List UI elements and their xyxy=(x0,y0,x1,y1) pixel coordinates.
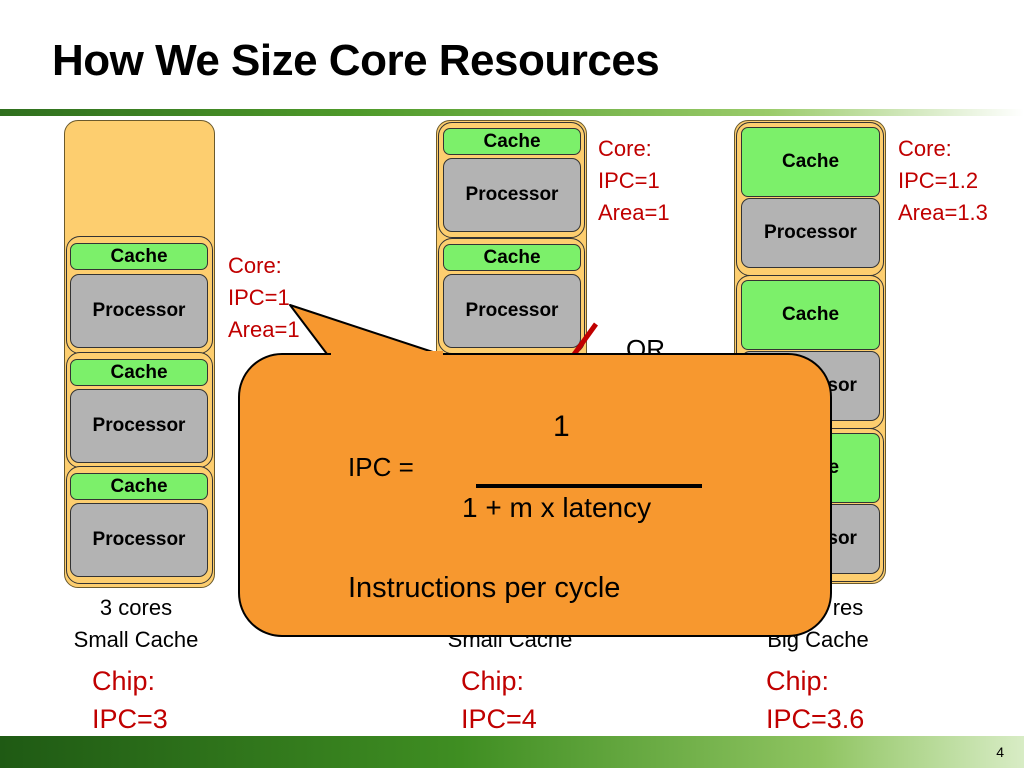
config-cache: Small Cache xyxy=(73,627,199,652)
processor-block: Processor xyxy=(70,389,208,463)
title-divider xyxy=(0,109,1024,116)
cache-block: Cache xyxy=(741,127,880,197)
cache-block: Cache xyxy=(70,359,208,386)
core-spec-ipc: IPC=1 xyxy=(598,168,660,193)
processor-block: Processor xyxy=(70,503,208,577)
core-spec-left: Core: IPC=1 Area=1 xyxy=(228,250,300,346)
core-spec-heading: Core: xyxy=(228,253,282,278)
core-left-2: Cache Processor xyxy=(66,352,213,468)
core-spec-area: Area=1 xyxy=(598,200,670,225)
formula-numerator: 1 xyxy=(553,410,570,443)
chip-spec-left: Chip: IPC=3 xyxy=(92,662,168,738)
core-spec-area: Area=1.3 xyxy=(898,200,988,225)
core-spec-ipc: IPC=1 xyxy=(228,285,290,310)
cache-block: Cache xyxy=(443,244,581,271)
cache-block: Cache xyxy=(70,473,208,500)
processor-block: Processor xyxy=(70,274,208,348)
processor-block: Processor xyxy=(443,274,581,348)
slide-number: 4 xyxy=(996,744,1004,760)
cache-block: Cache xyxy=(443,128,581,155)
cache-block: Cache xyxy=(741,280,880,350)
fraction-bar xyxy=(476,484,702,488)
ipc-callout xyxy=(238,353,832,637)
chip-spec-heading: Chip: xyxy=(461,666,525,696)
chip-spec-right: Chip: IPC=3.6 xyxy=(766,662,864,738)
chip-spec-ipc: IPC=3.6 xyxy=(766,704,865,734)
core-right-1: Cache Processor xyxy=(736,122,884,276)
cache-block: Cache xyxy=(70,243,208,270)
core-spec-right: Core: IPC=1.2 Area=1.3 xyxy=(898,133,988,229)
chip-spec-ipc: IPC=4 xyxy=(461,704,537,734)
core-spec-middle: Core: IPC=1 Area=1 xyxy=(598,133,670,229)
chip-spec-heading: Chip: xyxy=(92,666,156,696)
slide-title: How We Size Core Resources xyxy=(52,36,660,85)
core-spec-ipc: IPC=1.2 xyxy=(898,168,979,193)
config-cores: res xyxy=(832,595,864,620)
core-spec-heading: Core: xyxy=(898,136,952,161)
core-left-1: Cache Processor xyxy=(66,236,213,354)
formula-caption: Instructions per cycle xyxy=(348,572,621,604)
chip-spec-ipc: IPC=3 xyxy=(92,704,168,734)
chip-spec-middle: Chip: IPC=4 xyxy=(461,662,537,738)
chip-spec-heading: Chip: xyxy=(766,666,830,696)
formula-lhs: IPC = xyxy=(348,452,414,482)
config-cores: 3 cores xyxy=(99,595,173,620)
core-spec-heading: Core: xyxy=(598,136,652,161)
processor-block: Processor xyxy=(443,158,581,232)
config-desc-left: 3 cores Small Cache xyxy=(50,592,222,656)
core-left-3: Cache Processor xyxy=(66,466,213,584)
formula-denominator: 1 + m x latency xyxy=(462,492,652,523)
core-spec-area: Area=1 xyxy=(228,317,300,342)
processor-block: Processor xyxy=(741,198,880,268)
footer-bar xyxy=(0,736,1024,768)
core-mid-2: Cache Processor xyxy=(438,238,585,354)
core-mid-1: Cache Processor xyxy=(438,122,585,238)
